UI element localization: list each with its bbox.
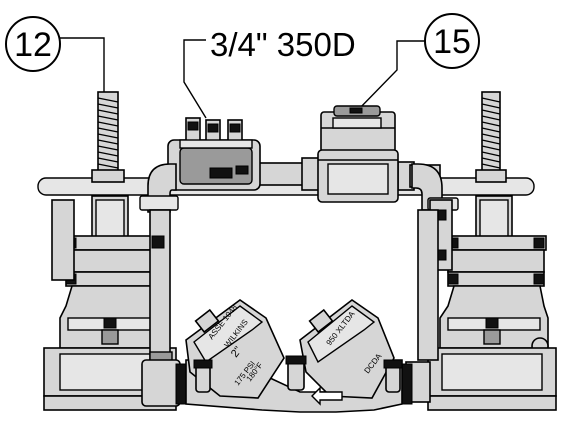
meter-leader xyxy=(183,39,207,119)
flow-arrow xyxy=(311,386,343,406)
callout-12: 12 xyxy=(5,16,105,92)
threaded-rod-left xyxy=(91,91,125,183)
main-valve-body xyxy=(175,299,413,413)
callout-15-number: 15 xyxy=(433,23,471,61)
left-valve-stem-block xyxy=(51,199,75,281)
callout-12-circle xyxy=(5,16,61,72)
left-elbow xyxy=(139,163,179,213)
callout-15-leader xyxy=(355,40,425,113)
callout-12-number: 12 xyxy=(14,26,52,64)
water-meter xyxy=(317,105,399,203)
meter-valve-cluster xyxy=(167,117,261,191)
callout-15: 15 xyxy=(355,13,480,113)
callout-meter: 3/4" 350D xyxy=(183,26,356,119)
meter-model-label: 3/4" 350D xyxy=(210,26,356,63)
left-riser-pipe xyxy=(141,209,181,407)
threaded-rod-right xyxy=(475,91,507,183)
callout-12-leader xyxy=(60,37,105,92)
right-gate-valve xyxy=(427,195,557,411)
